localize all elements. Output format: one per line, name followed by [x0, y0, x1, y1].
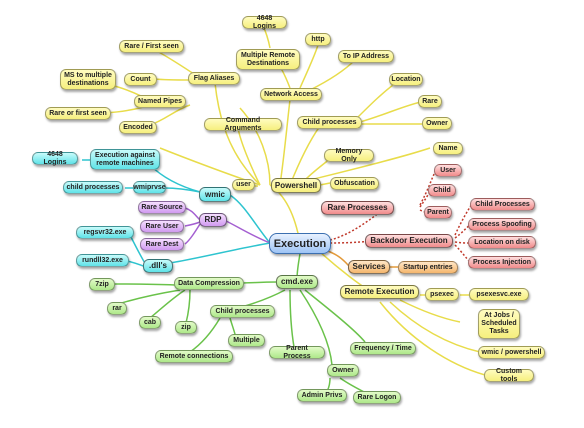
node-remote-connections[interactable]: Remote connections: [155, 350, 233, 363]
node-memory-only[interactable]: Memory Only: [324, 148, 374, 163]
node-rar[interactable]: rar: [107, 302, 127, 315]
node-flag-aliases[interactable]: Flag Aliases: [188, 72, 240, 85]
node-count[interactable]: Count: [124, 73, 157, 86]
node-to-ip-address[interactable]: To IP Address: [338, 50, 394, 63]
node-parent-process[interactable]: Parent Process: [269, 345, 325, 360]
node-multiple[interactable]: Multiple: [228, 334, 265, 347]
node-rare-processes-child[interactable]: Child: [428, 184, 456, 197]
node-powershell-4648-logins[interactable]: 4648 Logins: [242, 15, 287, 30]
node-rare-user[interactable]: Rare User: [140, 220, 184, 233]
node-rdp[interactable]: RDP: [199, 213, 227, 227]
node-regsvr32[interactable]: regsvr32.exe: [76, 226, 134, 239]
node-wmiprvse[interactable]: wmiprvse: [133, 181, 166, 194]
node-rare-processes-parent[interactable]: Parent: [424, 206, 452, 219]
node-rundll32[interactable]: rundll32.exe: [76, 254, 129, 267]
node-location[interactable]: Location: [389, 73, 423, 86]
node-wmic[interactable]: wmic: [199, 187, 231, 202]
node-psexesvc[interactable]: psexesvc.exe: [469, 288, 529, 301]
node-services[interactable]: Services: [348, 260, 390, 274]
node-rare-first-seen[interactable]: Rare / First seen: [119, 40, 184, 53]
node-name[interactable]: Name: [433, 142, 463, 155]
node-powershell-child-processes[interactable]: Child processes: [297, 116, 362, 129]
node-process-injection[interactable]: Process Injection: [468, 256, 536, 269]
node-owner[interactable]: Owner: [422, 117, 452, 130]
node-cab[interactable]: cab: [139, 316, 161, 329]
node-powershell[interactable]: Powershell: [271, 178, 321, 193]
node-rare-processes[interactable]: Rare Processes: [321, 201, 394, 215]
node-rare-processes-user[interactable]: User: [434, 164, 462, 177]
node-multiple-remote-destinations[interactable]: Multiple Remote Destinations: [236, 49, 300, 70]
node-wmic-4648-logins[interactable]: 4648 Logins: [32, 151, 78, 166]
node-ms-multiple-destinations[interactable]: MS to multiple destinations: [60, 69, 116, 90]
node-startup-entries[interactable]: Startup entries: [398, 261, 458, 274]
node-encoded[interactable]: Encoded: [119, 121, 157, 134]
node-rare-logon[interactable]: Rare Logon: [353, 391, 401, 404]
node-rare-dest[interactable]: Rare Dest: [140, 238, 184, 251]
node-obfuscation[interactable]: Obfuscation: [330, 177, 379, 190]
node-data-compression[interactable]: Data Compression: [174, 277, 244, 290]
node-network-access[interactable]: Network Access: [260, 88, 322, 101]
node-process-spoofing[interactable]: Process Spoofing: [468, 218, 536, 231]
node-7zip[interactable]: 7zip: [89, 278, 115, 291]
node-wmic-powershell[interactable]: wmic / powershell: [478, 346, 545, 359]
node-zip[interactable]: zip: [175, 321, 197, 334]
node-rare-source[interactable]: Rare Source: [138, 201, 186, 214]
node-rare[interactable]: Rare: [418, 95, 442, 108]
node-http[interactable]: http: [305, 33, 331, 46]
node-admin-privs[interactable]: Admin Privs: [297, 389, 347, 402]
node-named-pipes[interactable]: Named Pipes: [134, 95, 186, 108]
node-custom-tools[interactable]: Custom tools: [484, 368, 534, 383]
node-location-on-disk[interactable]: Location on disk: [468, 236, 536, 249]
node-dlls[interactable]: .dll's: [143, 259, 173, 273]
node-at-jobs-scheduled-tasks[interactable]: At Jobs / Scheduled Tasks: [478, 309, 520, 339]
node-execution-remote-machines[interactable]: Execution against remote machines: [90, 149, 160, 170]
node-backdoor-execution[interactable]: Backdoor Execution: [365, 234, 453, 248]
node-backdoor-child-processes[interactable]: Child Processes: [470, 198, 535, 211]
node-powershell-user[interactable]: user: [232, 179, 255, 191]
node-cmd-owner[interactable]: Owner: [327, 364, 359, 377]
node-rare-or-first-seen[interactable]: Rare or first seen: [45, 107, 111, 120]
node-psexec[interactable]: psexec: [425, 288, 459, 301]
node-frequency-time[interactable]: Frequency / Time: [350, 342, 416, 355]
root-execution[interactable]: Execution: [269, 233, 331, 254]
node-cmd-child-processes[interactable]: Child processes: [210, 305, 275, 318]
node-cmd-exe[interactable]: cmd.exe: [276, 275, 318, 289]
node-command-arguments[interactable]: Command Arguments: [204, 117, 282, 132]
node-wmic-child-processes[interactable]: child processes: [63, 181, 123, 194]
node-remote-execution[interactable]: Remote Execution: [340, 285, 419, 299]
